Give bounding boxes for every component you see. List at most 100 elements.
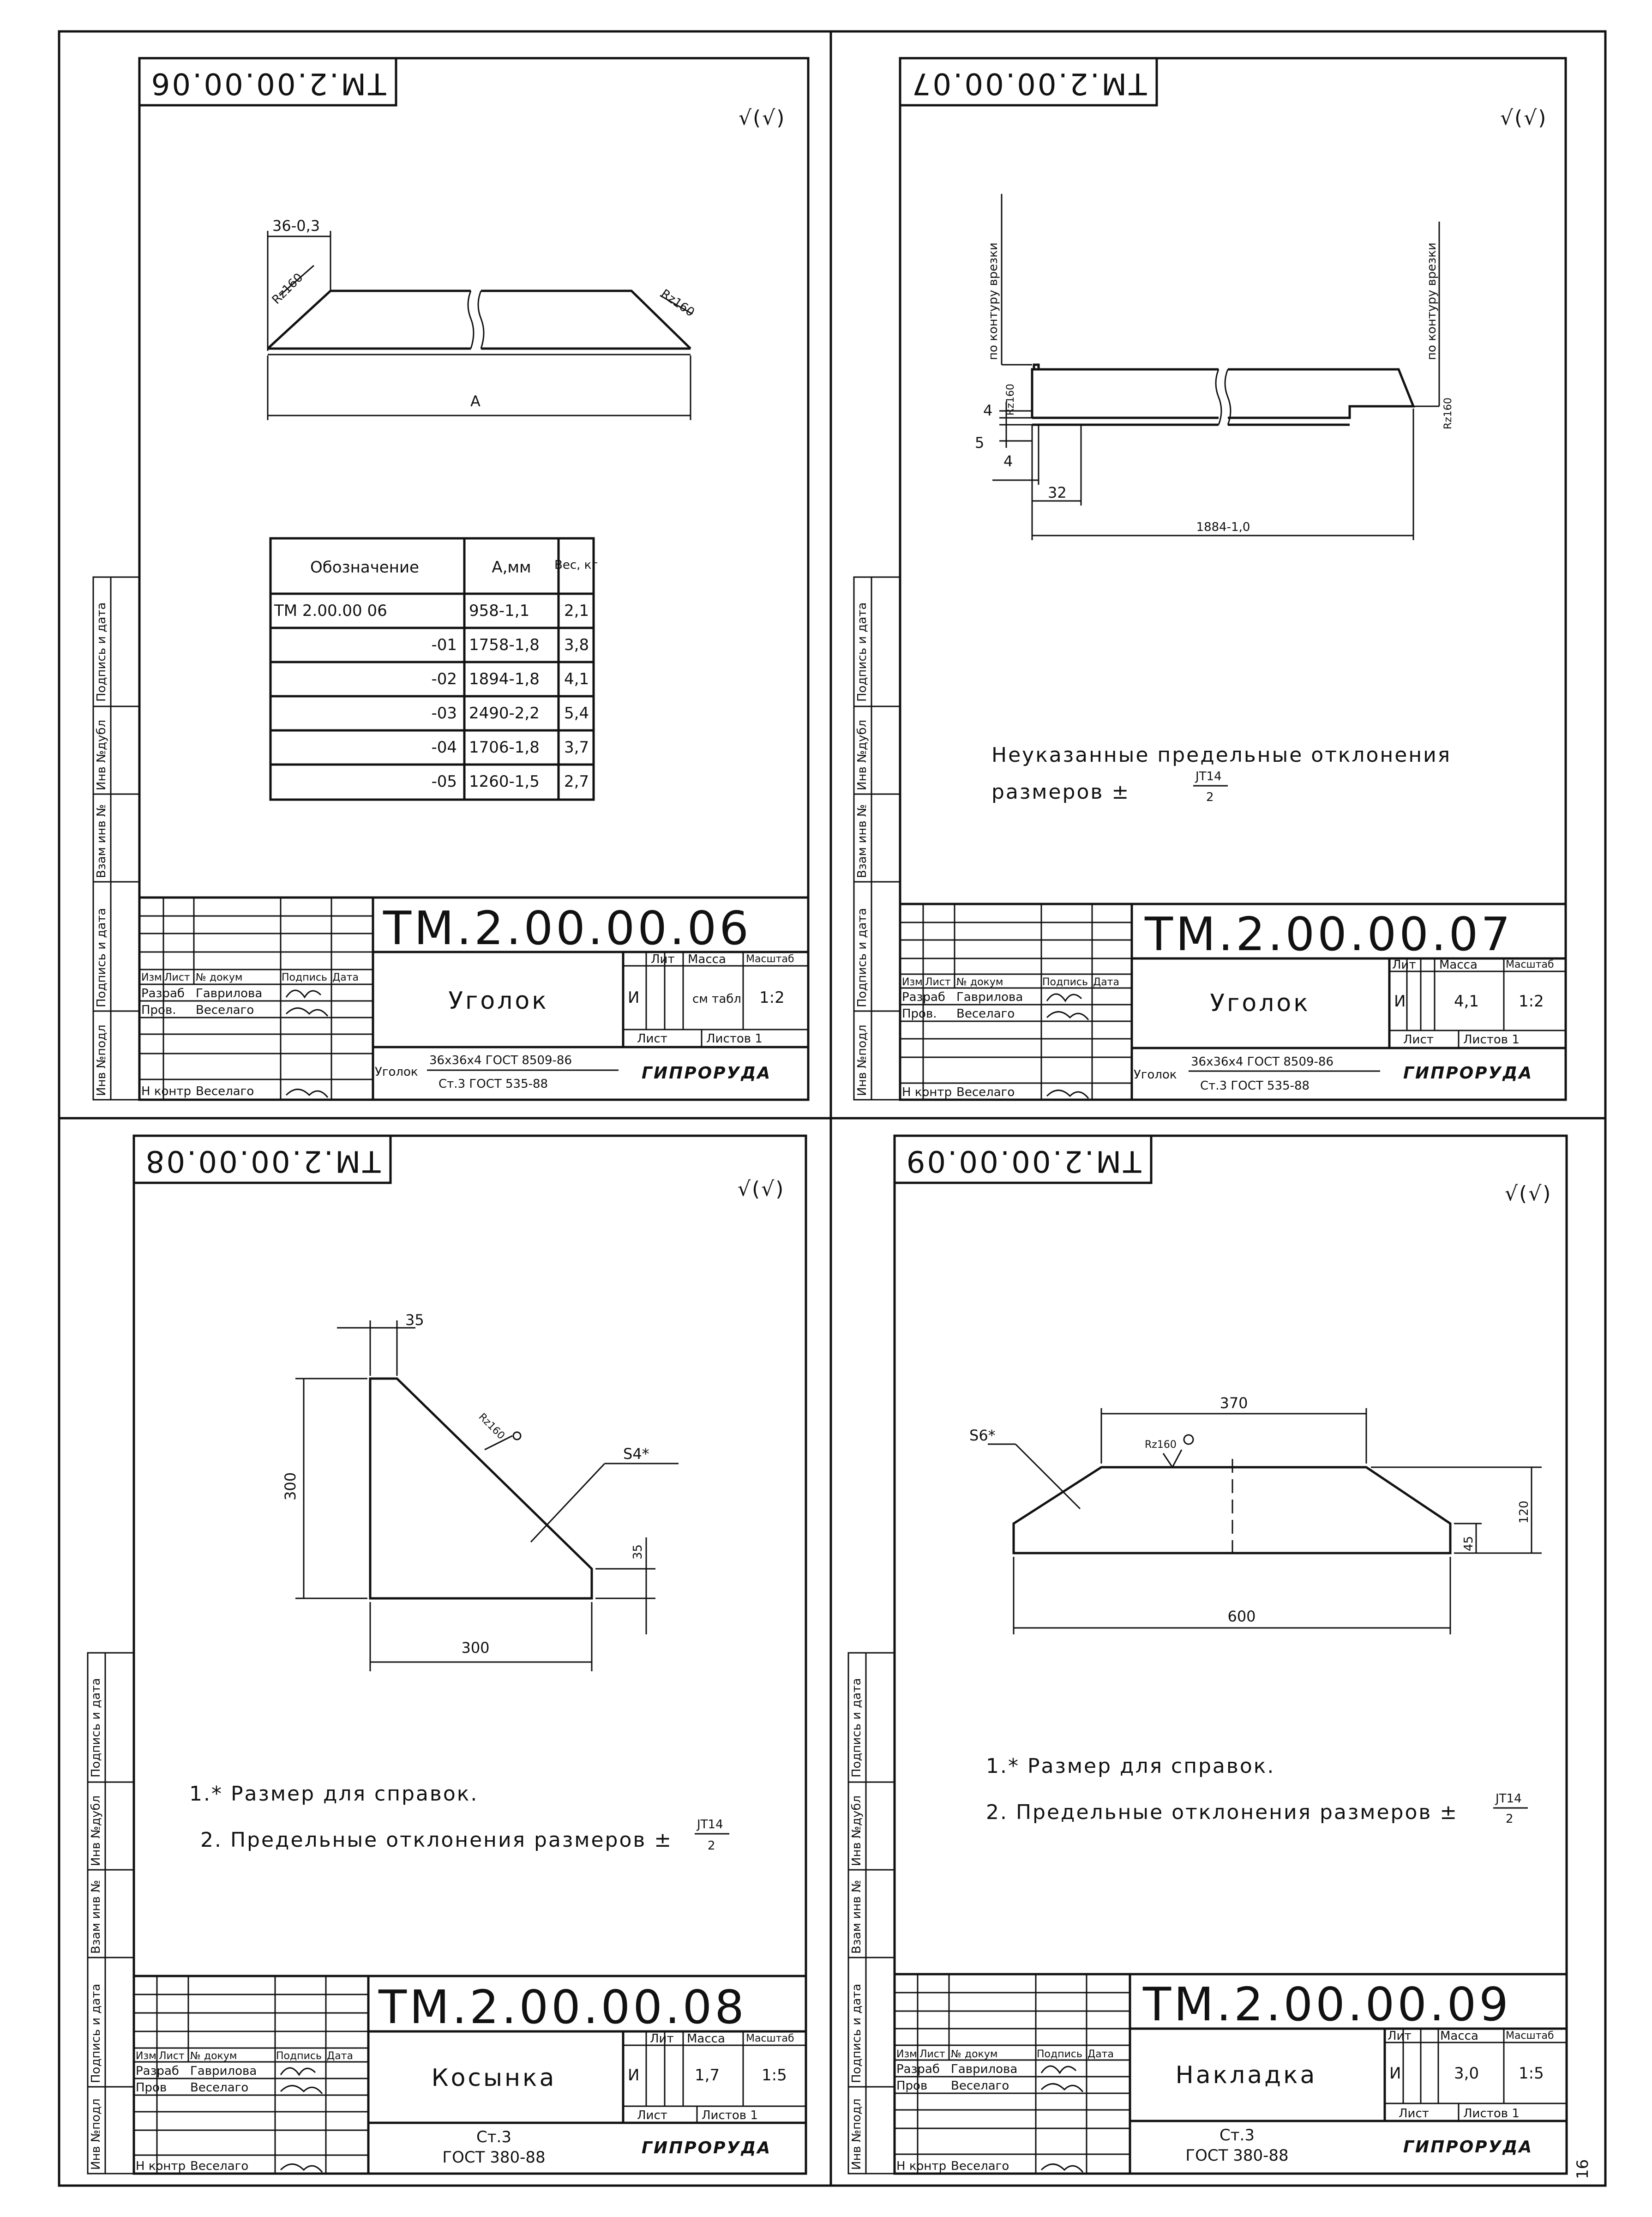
org-logo: ГИПРОРУДА <box>642 1064 771 1083</box>
table-cell: 958-1,1 <box>469 602 529 620</box>
stamp-label: Лист <box>919 2048 945 2060</box>
doc-code: ТМ.2.00.00.09 <box>1142 1977 1511 2031</box>
stamp-label: № докум <box>956 976 1003 988</box>
variants-table <box>269 537 595 801</box>
dim-length: 1884-1,0 <box>1196 520 1250 534</box>
surface-mark: √(√) <box>1500 106 1547 130</box>
dim-width: 600 <box>1227 1608 1256 1625</box>
scale-value: 1:5 <box>762 2066 787 2084</box>
signature <box>1046 993 1089 1099</box>
rough-right: Rz160 <box>1442 398 1454 429</box>
plate-drawing <box>988 1408 1542 1634</box>
role-label: Пров. <box>902 1007 937 1021</box>
dim-top: 370 <box>1219 1394 1248 1412</box>
stamp-label: Лист <box>637 2109 667 2122</box>
page-border <box>58 30 1607 2187</box>
signature <box>1040 2065 1084 2173</box>
signature <box>285 989 329 1098</box>
dim-width: 300 <box>461 1639 489 1657</box>
stamp-label: Дата <box>332 972 359 983</box>
title-block <box>899 903 1567 1101</box>
dim-length: A <box>470 392 481 410</box>
note-line: 1.* Размер для справок. <box>986 1754 1275 1778</box>
material-top: Ст.3 <box>476 2128 511 2146</box>
person-name: Гаврилова <box>196 987 262 1000</box>
table-cell: 1758-1,8 <box>469 636 540 654</box>
role-label: Пров <box>136 2081 167 2095</box>
scale-value: 1:5 <box>1519 2064 1544 2083</box>
stamp-label: Масштаб <box>1506 959 1554 970</box>
side-label: Инв №дубл <box>850 1795 864 1866</box>
table-header-weight: Вес, кг <box>554 558 598 572</box>
org-logo: ГИПРОРУДА <box>642 2139 771 2157</box>
angle-bar-drawing <box>267 231 693 420</box>
person-name: Гаврилова <box>956 990 1023 1004</box>
person-name: Веселаго <box>956 1007 1015 1021</box>
side-label: Инв №дубл <box>89 1795 103 1866</box>
org-logo: ГИПРОРУДА <box>1403 1064 1533 1083</box>
org-logo: ГИПРОРУДА <box>1403 2138 1533 2157</box>
dim-height: 300 <box>282 1472 299 1500</box>
role-label: Пров <box>896 2079 927 2093</box>
tolerance-num: JT14 <box>1495 1792 1522 1806</box>
doc-code: ТМ.2.00.00.08 <box>378 1980 747 2034</box>
role-label: Н контр <box>136 2159 186 2173</box>
person-name: Веселаго <box>196 1084 254 1098</box>
mass-value: 1,7 <box>695 2066 720 2084</box>
inverted-code: ТМ.2.00.00.08 <box>144 1144 381 1178</box>
stamp-label: Изм <box>136 2050 156 2062</box>
side-label: Взам инв № <box>850 1880 864 1954</box>
stamp-label: Листов 1 <box>1463 2107 1520 2121</box>
side-label: Взам инв № <box>89 1880 103 1954</box>
cut-note-left: по контуру врезки <box>986 242 1000 360</box>
part-name: Уголок <box>1210 989 1310 1017</box>
title-block <box>138 896 810 1101</box>
stamp-label: Лист <box>164 972 190 983</box>
material-prefix: Уголок <box>1134 1068 1177 1082</box>
dim-32: 32 <box>1048 484 1067 501</box>
stamp-label: Листов 1 <box>702 2109 758 2122</box>
material-top: Ст.3 <box>1219 2126 1255 2145</box>
person-name: Веселаго <box>196 1003 254 1017</box>
stamp-label: Масса <box>1440 2029 1478 2043</box>
note-line: размеров ± <box>991 780 1130 804</box>
table-cell: -03 <box>431 704 457 723</box>
stamp-label: № докум <box>196 972 242 983</box>
side-label: Инв №подл <box>850 2098 864 2170</box>
side-label: Инв №подл <box>855 1024 869 1096</box>
inverted-code: ТМ.2.00.00.07 <box>910 66 1147 100</box>
side-label: Подпись и дата <box>89 1984 103 2083</box>
tolerance-num: JT14 <box>696 1818 723 1831</box>
role-label: Пров. <box>141 1003 176 1017</box>
stamp-label: Подпись <box>1042 976 1088 988</box>
person-name: Гаврилова <box>951 2062 1017 2076</box>
side-label: Инв №подл <box>95 1024 108 1096</box>
person-name: Гаврилова <box>190 2064 257 2078</box>
table-header-length: A,мм <box>492 558 531 577</box>
stamp-label: Масса <box>688 952 726 966</box>
stamp-label: Изм <box>902 976 923 988</box>
material-top: 36x36x4 ГОСТ 8509-86 <box>429 1054 572 1067</box>
cut-note-right: по контуру врезки <box>1425 242 1439 360</box>
stamp-label: Подпись <box>276 2050 322 2062</box>
table-cell: ТМ 2.00.00 06 <box>274 602 387 620</box>
role-label: Н контр <box>902 1085 952 1099</box>
material-bottom: Ст.3 ГОСТ 535-88 <box>439 1077 548 1091</box>
table-cell: 1894-1,8 <box>469 670 540 688</box>
dim-right: 35 <box>631 1544 645 1560</box>
side-label: Подпись и дата <box>850 1678 864 1777</box>
table-cell: -04 <box>431 738 457 757</box>
material-bottom: ГОСТ 380-88 <box>1185 2146 1288 2165</box>
tolerance-den: 2 <box>708 1839 715 1853</box>
material-top: 36x36x4 ГОСТ 8509-86 <box>1191 1055 1334 1069</box>
lit-value: И <box>628 2066 639 2084</box>
table-cell: 1706-1,8 <box>469 738 540 757</box>
person-name: Веселаго <box>956 1085 1015 1099</box>
side-label: Подпись и дата <box>95 602 108 702</box>
sheet-07: ТМ.2.00.00.07 √(√) <box>853 57 1567 1101</box>
table-cell: 1260-1,5 <box>469 772 540 791</box>
stamp-label: Лит <box>651 952 675 966</box>
table-cell: 3,7 <box>564 738 589 757</box>
role-label: Разраб <box>902 990 945 1004</box>
